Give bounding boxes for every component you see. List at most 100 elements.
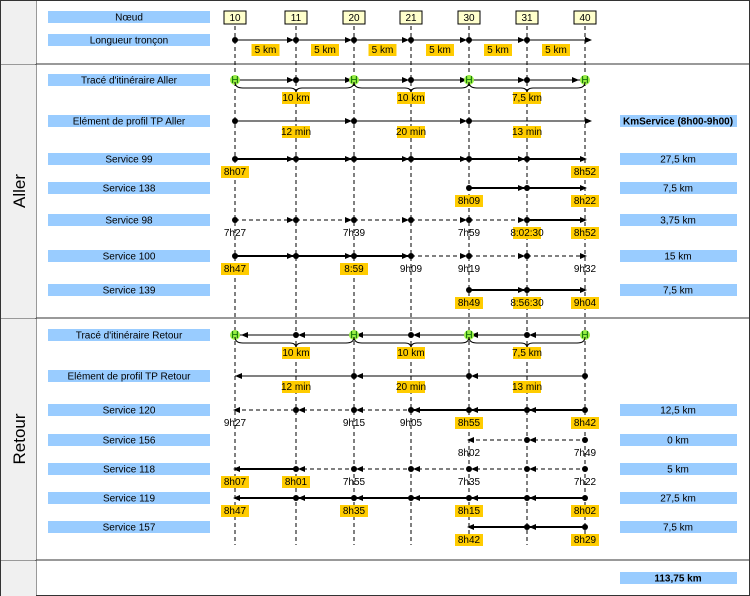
arrow-left-icon [241, 332, 248, 338]
arrow-left-icon [471, 332, 478, 338]
stop-dot [351, 495, 357, 501]
time-highlight [282, 92, 310, 104]
stop-dot [524, 524, 530, 530]
node-box [573, 10, 597, 25]
halt-marker: H [465, 75, 472, 86]
section-label-aller: Aller [10, 174, 29, 208]
stop-dot [524, 156, 530, 162]
time-label: 8h52 [574, 228, 597, 239]
stop-dot [408, 466, 414, 472]
section-label-cell [1, 561, 36, 596]
row-label-box [48, 153, 210, 165]
trace-length: 10 km [397, 93, 424, 104]
row-label-box [48, 434, 210, 446]
km-value: 27,5 km [660, 494, 696, 505]
km-box [620, 463, 737, 475]
stop-dot [466, 217, 472, 223]
time-label: 8h29 [574, 535, 597, 546]
time-highlight [513, 347, 541, 359]
arrow-left-icon [233, 495, 240, 501]
km-value: 5 km [667, 465, 689, 476]
stop-dot [408, 37, 414, 43]
brace [234, 336, 355, 349]
stop-dot [524, 253, 530, 259]
time-highlight [484, 44, 512, 56]
arrow-left-icon [233, 466, 240, 472]
time-label: 7h27 [224, 228, 247, 239]
time-label: 8:02:30 [510, 228, 544, 239]
stop-dot [232, 156, 238, 162]
arrow-left-icon [356, 495, 363, 501]
stop-dot [524, 466, 530, 472]
arrow-right-icon [518, 156, 525, 162]
halt-marker: H [350, 75, 357, 86]
stop-dot [466, 156, 472, 162]
stop-dot [293, 217, 299, 223]
arrow-left-icon [356, 466, 363, 472]
arrow-right-icon [518, 253, 525, 259]
arrow-left-icon [235, 373, 242, 379]
arrow-left-icon [471, 407, 478, 413]
arrow-right-icon [518, 287, 525, 293]
arrow-right-icon [402, 77, 409, 83]
row-label: Service 156 [103, 436, 156, 447]
row-label-box [48, 74, 210, 86]
profile-time: 20 min [396, 382, 426, 393]
arrow-right-icon [572, 77, 579, 83]
stop-dot [582, 466, 588, 472]
trace-length: 10 km [397, 348, 424, 359]
row-label: Service 119 [103, 494, 156, 505]
km-box [620, 115, 737, 127]
halt-icon [349, 330, 359, 340]
stop-dot [524, 287, 530, 293]
section-label-retour: Retour [10, 413, 29, 464]
stop-dot [582, 524, 588, 530]
node-label: 40 [579, 13, 591, 24]
time-highlight [368, 44, 397, 56]
profile-time: 12 min [281, 127, 311, 138]
row-label: Service 100 [103, 252, 156, 263]
arrow-left-icon [413, 466, 420, 472]
time-label: 8h09 [458, 196, 481, 207]
row-label: Service 138 [103, 184, 156, 195]
time-label: 9h09 [400, 264, 423, 275]
arrow-left-icon [467, 437, 474, 443]
time-label: 8h01 [285, 477, 308, 488]
time-highlight [455, 195, 483, 207]
arrow-right-icon [580, 217, 587, 223]
time-label: 8h49 [458, 298, 481, 309]
time-label: 8h22 [574, 196, 597, 207]
km-value: 0 km [667, 436, 689, 447]
halt-icon [580, 75, 590, 85]
stop-dot [232, 217, 238, 223]
km-value: 3,75 km [660, 216, 696, 227]
section-label-cell [1, 65, 36, 318]
row-label-box [48, 34, 210, 46]
row-label-box [48, 182, 210, 194]
node-label: 21 [405, 13, 417, 24]
stop-dot [466, 466, 472, 472]
arrow-left-icon [529, 332, 536, 338]
time-label: 8h35 [343, 506, 366, 517]
time-label: 8h55 [458, 418, 481, 429]
row-label: Service 118 [103, 465, 156, 476]
time-label: 9h04 [574, 298, 597, 309]
row-label: Service 139 [103, 286, 156, 297]
row-label: Tracé d'itinéraire Aller [81, 76, 178, 87]
arrow-right-icon [345, 77, 352, 83]
stop-dot [293, 37, 299, 43]
node-box [399, 10, 423, 25]
segment-length: 5 km [429, 45, 451, 56]
time-label: 8h47 [224, 506, 247, 517]
stop-dot [524, 185, 530, 191]
arrow-right-icon [580, 156, 587, 162]
time-highlight [397, 126, 425, 138]
stop-dot [351, 407, 357, 413]
arrow-right-icon [585, 37, 592, 43]
time-highlight [397, 381, 425, 393]
node-label: 20 [348, 13, 360, 24]
arrow-left-icon [529, 407, 536, 413]
time-highlight [571, 534, 599, 546]
stop-dot [351, 253, 357, 259]
km-box [620, 182, 737, 194]
